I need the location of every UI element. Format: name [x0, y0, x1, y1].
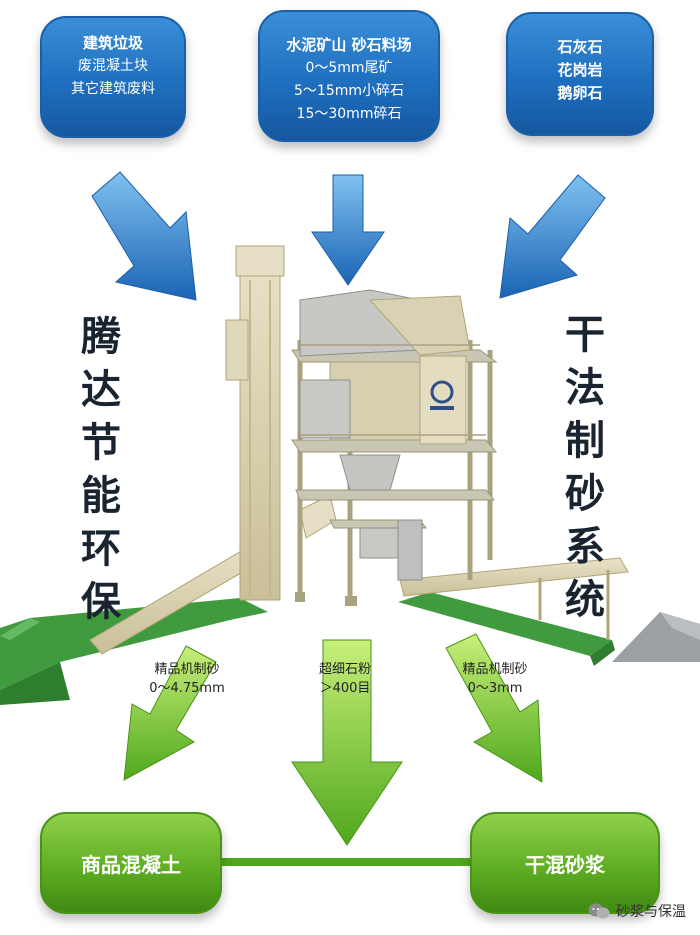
watermark: 砂浆与保温 — [588, 901, 686, 921]
side-text-right-char: 制 — [565, 417, 607, 464]
middle-input-arrow — [311, 174, 385, 286]
watermark-text: 砂浆与保温 — [616, 904, 686, 920]
output-left-label: 商品混凝土 — [81, 852, 181, 877]
source-middle-item: 5～15mm小碎石 — [294, 83, 404, 99]
side-text-left-char: 节 — [81, 419, 123, 466]
output-right-label: 干混砂浆 — [525, 852, 605, 877]
side-text-right-char: 法 — [565, 364, 607, 411]
side-text-left-char: 环 — [81, 525, 123, 572]
product-middle-name: 超细石粉 — [318, 662, 371, 677]
side-text-left-char: 达 — [81, 366, 123, 413]
company-logo — [430, 380, 454, 404]
product-left-spec: 0～4.75mm — [149, 681, 225, 696]
product-right-spec: 0～3mm — [467, 681, 523, 696]
source-right-item: 花岗岩 — [557, 61, 603, 79]
middle-output-arrow — [291, 639, 403, 846]
source-middle-item: 0～5mm尾矿 — [305, 60, 393, 76]
output-connector — [212, 858, 474, 866]
source-right-item: 鹅卵石 — [557, 84, 603, 102]
product-label-left: 精品机制砂 0～4.75mm — [122, 660, 252, 698]
source-left-title: 建筑垃圾 — [82, 34, 143, 52]
source-box-stone-types: 石灰石 花岗岩 鹅卵石 — [506, 12, 654, 136]
product-label-middle: 超细石粉 ＞400目 — [280, 660, 410, 698]
left-input-arrow — [91, 171, 197, 301]
source-middle-title: 水泥矿山 砂石料场 — [286, 36, 412, 54]
side-text-left-char: 保 — [81, 578, 123, 625]
source-middle-item: 15～30mm碎石 — [296, 106, 402, 122]
right-input-arrow — [499, 174, 606, 299]
output-box-commercial-concrete: 商品混凝土 — [40, 812, 222, 914]
left-output-arrow — [123, 645, 217, 781]
side-text-left-char: 腾 — [81, 313, 123, 360]
side-text-left: 腾达节能环保 — [72, 310, 132, 628]
wechat-icon — [588, 903, 610, 919]
side-text-right: 干法制砂系统 — [556, 308, 616, 626]
source-left-item: 废混凝土块 — [78, 58, 148, 74]
right-output-arrow — [445, 633, 543, 783]
product-right-name: 精品机制砂 — [462, 662, 528, 677]
side-text-right-char: 统 — [565, 576, 607, 623]
product-left-name: 精品机制砂 — [154, 662, 220, 677]
source-box-construction-waste: 建筑垃圾 废混凝土块 其它建筑废料 — [40, 16, 186, 138]
side-text-right-char: 砂 — [565, 470, 607, 517]
side-text-right-char: 系 — [565, 523, 607, 570]
source-box-mine-quarry: 水泥矿山 砂石料场 0～5mm尾矿 5～15mm小碎石 15～30mm碎石 — [258, 10, 440, 142]
side-text-right-char: 干 — [565, 311, 607, 358]
source-right-item: 石灰石 — [557, 38, 603, 56]
product-label-right: 精品机制砂 0～3mm — [430, 660, 560, 698]
source-left-item: 其它建筑废料 — [71, 81, 155, 97]
product-middle-spec: ＞400目 — [319, 681, 371, 696]
output-box-dry-mortar: 干混砂浆 — [470, 812, 660, 914]
side-text-left-char: 能 — [81, 472, 123, 519]
